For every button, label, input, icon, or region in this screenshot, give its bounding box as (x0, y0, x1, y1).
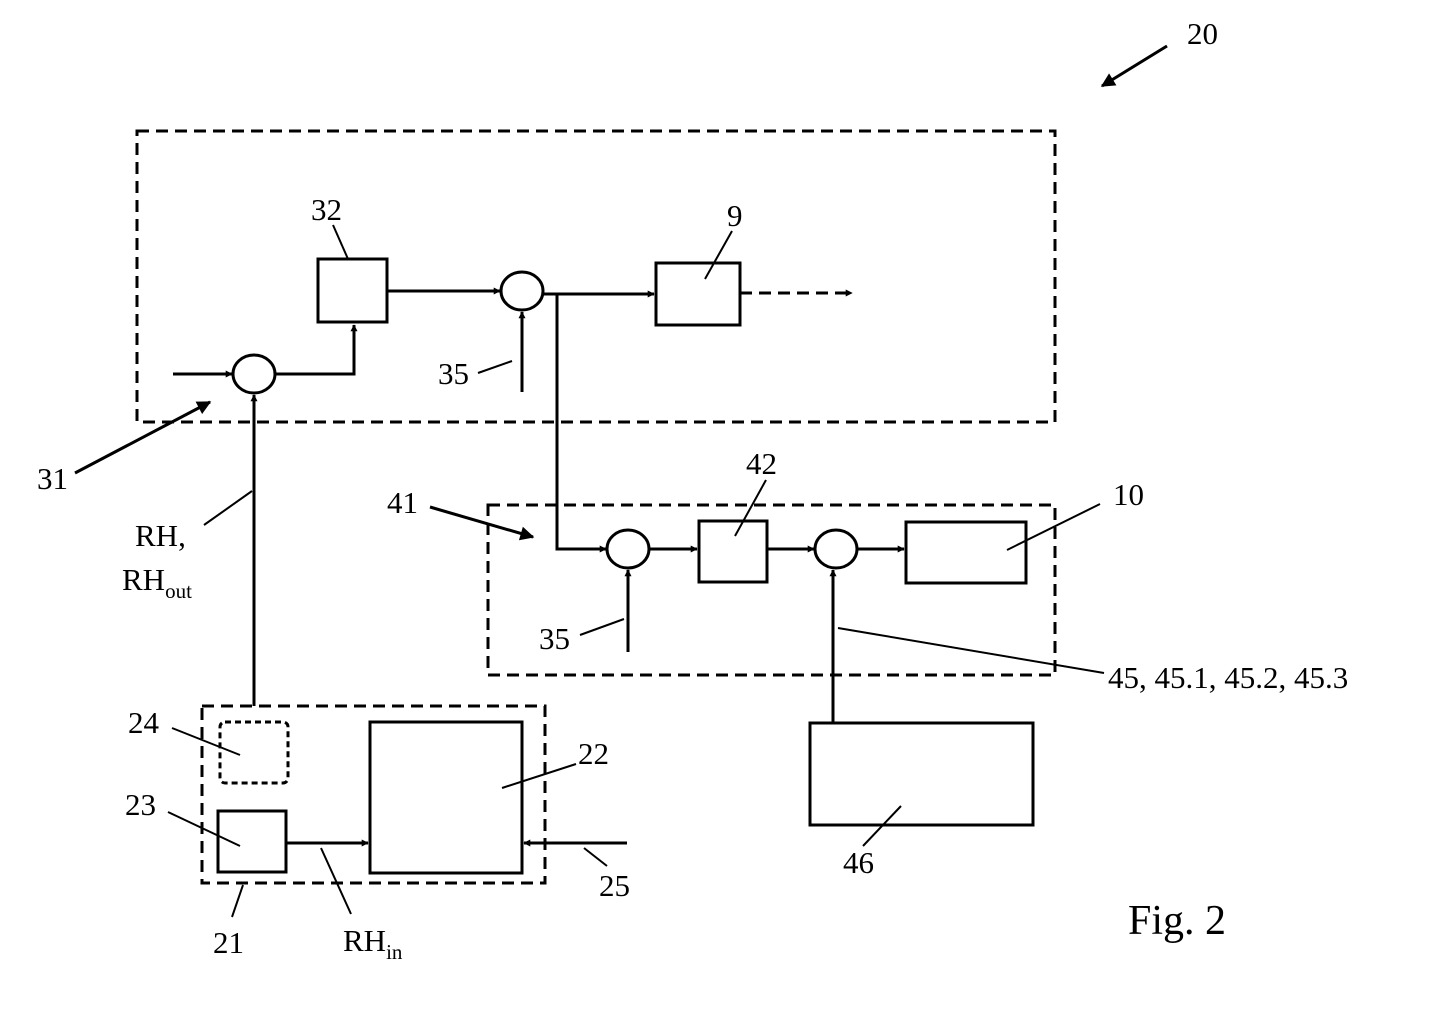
block-22 (370, 722, 522, 873)
leader-32 (333, 225, 348, 259)
block-9 (656, 263, 740, 325)
leader-35-bottom (580, 619, 624, 635)
figure-label: Fig. 2 (1128, 898, 1226, 944)
label-22-text: 22 (578, 736, 609, 771)
block-46 (810, 723, 1033, 825)
label-rh-in: RHin (343, 923, 403, 964)
summing-junction-1 (233, 355, 275, 393)
label-rh-out: RHout (122, 562, 192, 603)
leader-20 (1102, 46, 1167, 86)
label-35-top: 35 (438, 356, 469, 391)
label-23: 23 (125, 787, 156, 822)
label-9: 9 (727, 198, 743, 233)
rh-in-subscript: in (386, 940, 403, 964)
block-42 (699, 521, 767, 582)
label-rh: RH, (135, 518, 186, 553)
summing-junction-4 (815, 530, 857, 568)
block-32 (318, 259, 387, 322)
label-24: 24 (128, 705, 160, 740)
leader-25 (584, 848, 607, 866)
label-35-bottom: 35 (539, 621, 570, 656)
label-42: 42 (746, 446, 777, 481)
rh-out-subscript: out (165, 579, 192, 603)
label-46: 46 (843, 845, 874, 880)
label-45-series: 45, 45.1, 45.2, 45.3 (1108, 660, 1348, 695)
label-10: 10 (1113, 477, 1144, 512)
label-31: 31 (37, 461, 68, 496)
leader-rh-in (321, 848, 351, 914)
block-10 (906, 522, 1026, 583)
summing-junction-3 (607, 530, 649, 568)
label-41: 41 (387, 485, 418, 520)
rh-out-main: RH (122, 562, 165, 597)
leader-35-top (478, 361, 512, 373)
label-21: 21 (213, 925, 244, 960)
leader-45 (838, 628, 1104, 673)
leader-rh (204, 491, 252, 525)
leader-41 (430, 507, 533, 537)
leader-21 (232, 885, 243, 917)
block-24-optional (220, 722, 288, 783)
junction-1-to-block-32 (275, 325, 354, 374)
summing-junction-2 (501, 272, 543, 310)
label-20: 20 (1187, 16, 1218, 51)
label-25: 25 (599, 868, 630, 903)
rh-in-main: RH (343, 923, 386, 958)
leader-31 (75, 402, 210, 473)
label-32: 32 (311, 192, 342, 227)
